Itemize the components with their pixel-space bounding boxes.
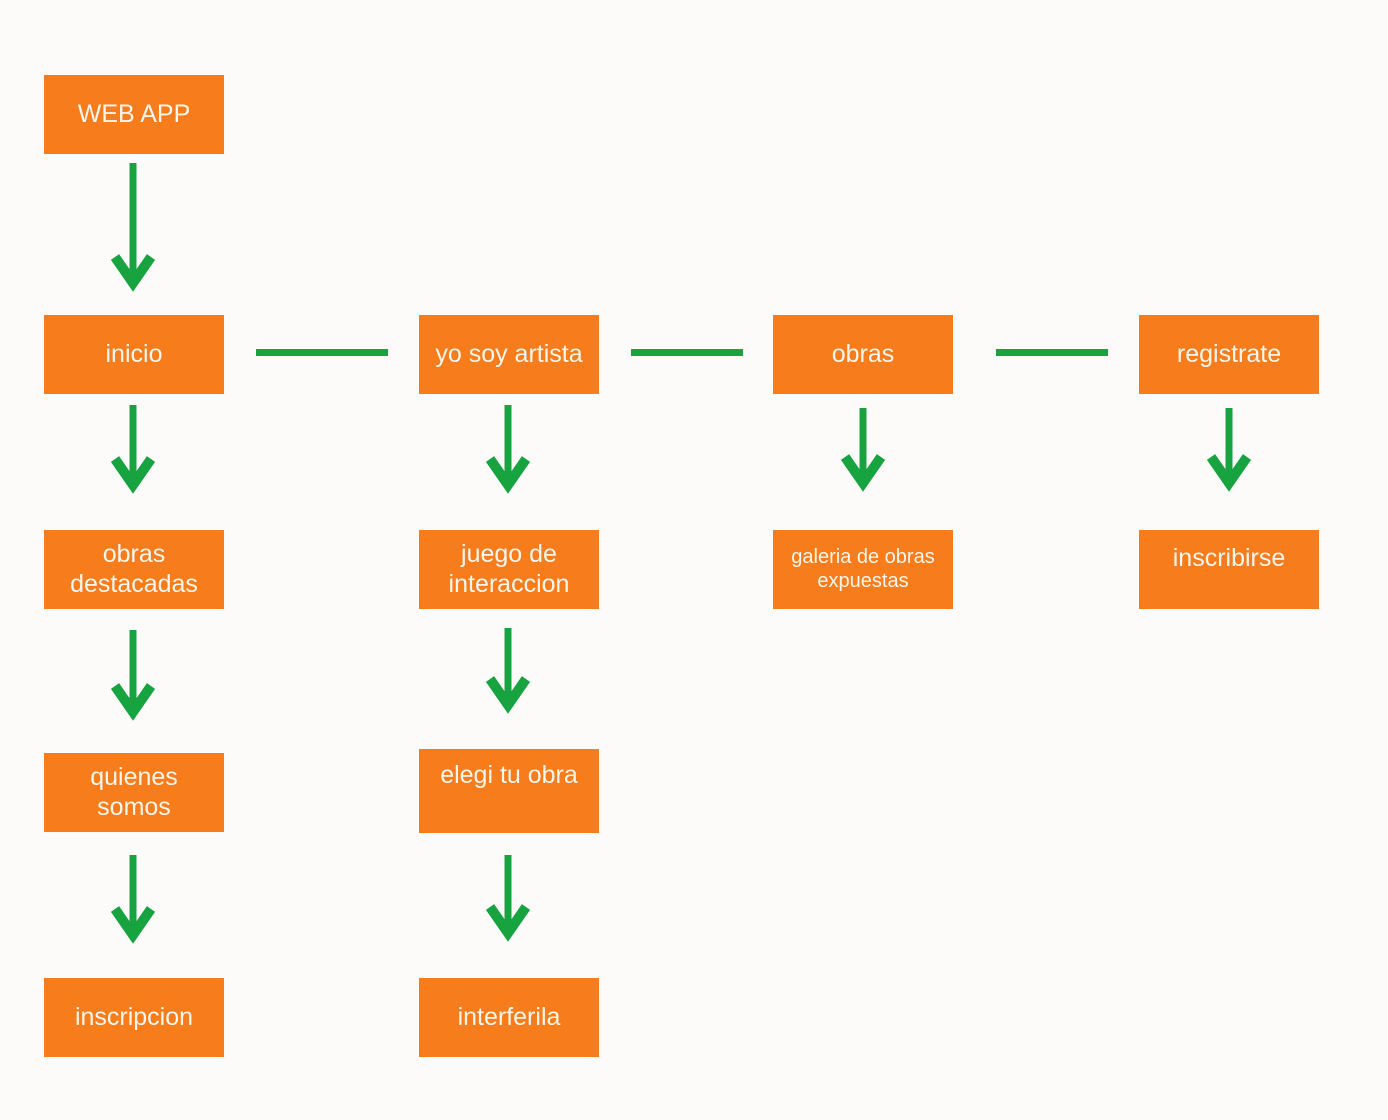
node-juego-de-interaccion: juego de interaccion [419,530,599,609]
arrow-quienes-somos-to-inscripcion [110,855,156,944]
node-obras-destacadas: obras destacadas [44,530,224,609]
arrow-obras-destacadas-to-quienes-somos [110,630,156,721]
node-elegi-tu-obra: elegi tu obra [419,749,599,833]
arrow-web-app-to-inicio [110,163,156,292]
connector-inicio-to-yo-soy-artista [256,349,388,356]
node-inscribirse: inscribirse [1139,530,1319,609]
node-obras: obras [773,315,953,394]
connector-obras-to-registrate [996,349,1108,356]
arrow-registrate-to-inscribirse [1206,408,1252,492]
node-yo-soy-artista: yo soy artista [419,315,599,394]
node-quienes-somos: quienes somos [44,753,224,832]
node-inicio: inicio [44,315,224,394]
node-web-app: WEB APP [44,75,224,154]
node-interferila: interferila [419,978,599,1057]
arrow-inicio-to-obras-destacadas [110,405,156,494]
arrow-yo-soy-artista-to-juego-de-interaccion [485,405,531,494]
arrow-obras-to-galeria [840,408,886,492]
node-inscripcion: inscripcion [44,978,224,1057]
arrow-juego-de-interaccion-to-elegi-tu-obra [485,628,531,714]
node-galeria-de-obras-expuestas: galeria de obras expuestas [773,530,953,609]
node-registrate: registrate [1139,315,1319,394]
connector-yo-soy-artista-to-obras [631,349,743,356]
arrow-elegi-tu-obra-to-interferila [485,855,531,942]
